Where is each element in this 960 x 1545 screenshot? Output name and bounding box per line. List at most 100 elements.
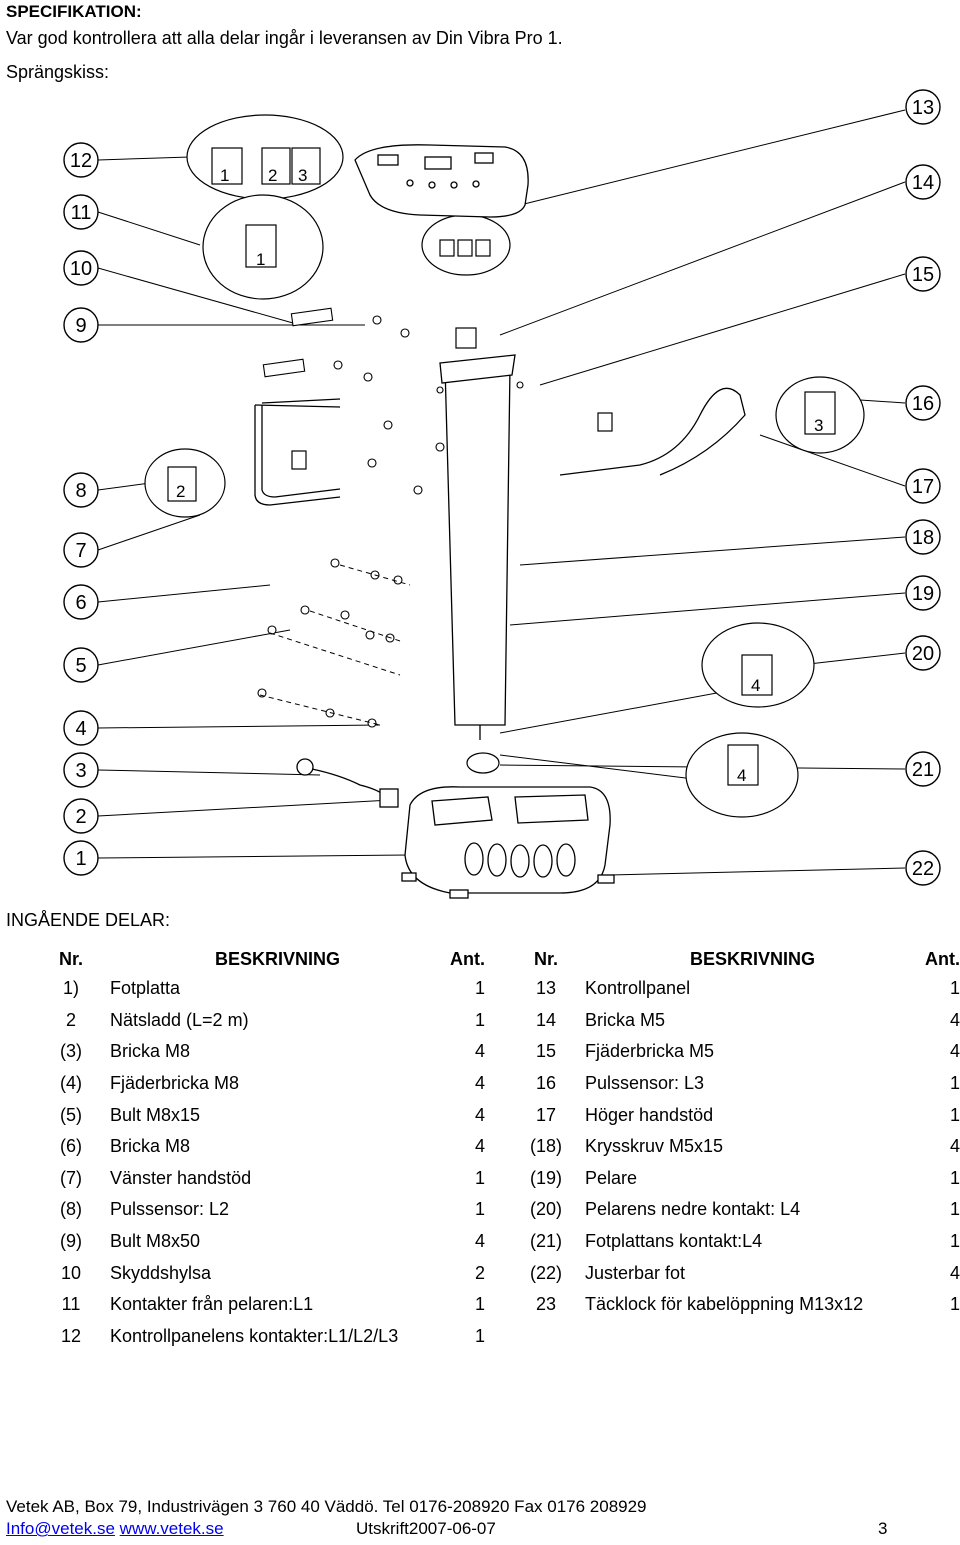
part-number: (9) — [60, 1231, 82, 1252]
part-quantity: 1 — [949, 1294, 960, 1315]
part-description: Bult M8x15 — [110, 1104, 201, 1125]
footer-links: Info@vetek.se www.vetek.se Utskrift2007-… — [6, 1519, 956, 1539]
part-number: (5) — [60, 1104, 82, 1125]
table-row: 16 Pulssensor: L3 1 — [515, 1068, 960, 1100]
part-number: (3) — [60, 1041, 82, 1062]
page-number: 3 — [878, 1519, 888, 1538]
part-number: 13 — [535, 978, 557, 999]
callout-label: 15 — [912, 264, 934, 286]
part-description: Fotplattans kontakt:L4 — [585, 1231, 763, 1252]
callout-circle — [905, 164, 941, 200]
part-number: (22) — [529, 1262, 562, 1283]
part-number: (4) — [60, 1073, 82, 1094]
part-quantity: 1 — [474, 1199, 485, 1220]
website-link[interactable]: www.vetek.se — [119, 1519, 224, 1538]
callout-circle — [905, 256, 941, 292]
plug-label: 3 — [814, 416, 823, 435]
part-description: Krysskruv M5x15 — [585, 1136, 724, 1157]
part-quantity: 4 — [474, 1231, 485, 1252]
part-quantity: 1 — [949, 1231, 960, 1252]
email-link[interactable]: Info@vetek.se — [6, 1519, 115, 1538]
part-number: 11 — [61, 1294, 81, 1315]
part-description: Kontakter från pelaren:L1 — [110, 1294, 314, 1315]
part-number: 16 — [535, 1073, 557, 1094]
callout-label: 6 — [75, 592, 86, 614]
part-quantity: 4 — [949, 1262, 960, 1283]
part-description: Vänster handstöd — [110, 1167, 252, 1188]
callout-label: 3 — [75, 760, 86, 782]
part-quantity: 1 — [949, 1199, 960, 1220]
part-quantity: 4 — [949, 1041, 960, 1062]
callout-label: 7 — [75, 540, 86, 562]
plug-boxes — [167, 147, 836, 786]
part-quantity: 1 — [949, 1104, 960, 1125]
control-panel — [354, 144, 529, 218]
part-description: Pulssensor: L3 — [585, 1073, 705, 1094]
col-quantity: Ant. — [450, 948, 485, 969]
part-quantity: 1 — [474, 1009, 485, 1030]
footer-address: Vetek AB, Box 79, Industrivägen 3 760 40… — [6, 1497, 647, 1516]
assembly-lines — [259, 564, 411, 726]
plug-label: 2 — [176, 482, 185, 501]
part-number: 1) — [62, 978, 79, 999]
part-quantity: 1 — [474, 1294, 485, 1315]
part-description: Höger handstöd — [585, 1104, 714, 1125]
part-description: Skyddshylsa — [110, 1262, 212, 1283]
spec-title: SPECIFIKATION: — [6, 2, 142, 21]
part-number: (20) — [529, 1199, 562, 1220]
part-quantity: 4 — [474, 1041, 485, 1062]
part-quantity: 4 — [949, 1136, 960, 1157]
plug-labels: 1 2 3 1 2 3 4 4 — [176, 166, 823, 785]
part-quantity: 1 — [949, 1073, 960, 1094]
table-header-row: Nr. BESKRIVNING Ant. — [515, 945, 960, 973]
foot-plate — [401, 786, 615, 899]
part-quantity: 4 — [474, 1073, 485, 1094]
col-nr: Nr. — [58, 948, 83, 969]
plug-label: 2 — [268, 166, 277, 185]
part-number: 14 — [535, 1009, 557, 1030]
power-cord — [296, 758, 399, 808]
callout-label: 22 — [912, 858, 934, 880]
col-description: BESKRIVNING — [689, 948, 815, 969]
part-description: Täcklock för kabelöppning M13x12 — [585, 1294, 864, 1315]
part-quantity: 2 — [474, 1262, 485, 1283]
exploded-view-heading: Sprängskiss: — [6, 62, 110, 82]
print-date: Utskrift2007-06-07 — [356, 1519, 496, 1538]
part-description: Kontrollpanelens kontakter:L1/L2/L3 — [110, 1325, 399, 1346]
part-number: (8) — [60, 1199, 82, 1220]
handles — [254, 387, 746, 506]
table-row: 17 Höger handstöd 1 — [515, 1099, 960, 1131]
part-number: 15 — [535, 1041, 557, 1062]
callout-label: 11 — [71, 202, 92, 224]
part-description: Pelarens nedre kontakt: L4 — [585, 1199, 801, 1220]
part-description: Fjäderbricka M5 — [585, 1041, 715, 1062]
part-quantity: 1 — [474, 1167, 485, 1188]
part-quantity: 4 — [474, 1104, 485, 1125]
plug-label: 1 — [256, 250, 265, 269]
callout-label: 18 — [912, 527, 934, 549]
part-quantity: 1 — [474, 1325, 485, 1346]
part-quantity: 1 — [949, 978, 960, 999]
part-number: 17 — [535, 1104, 557, 1125]
part-number: (7) — [60, 1167, 82, 1188]
callout-label: 17 — [912, 476, 934, 498]
part-description: Bricka M5 — [585, 1009, 666, 1030]
col-quantity: Ant. — [925, 948, 960, 969]
callout-label: 19 — [912, 583, 934, 605]
